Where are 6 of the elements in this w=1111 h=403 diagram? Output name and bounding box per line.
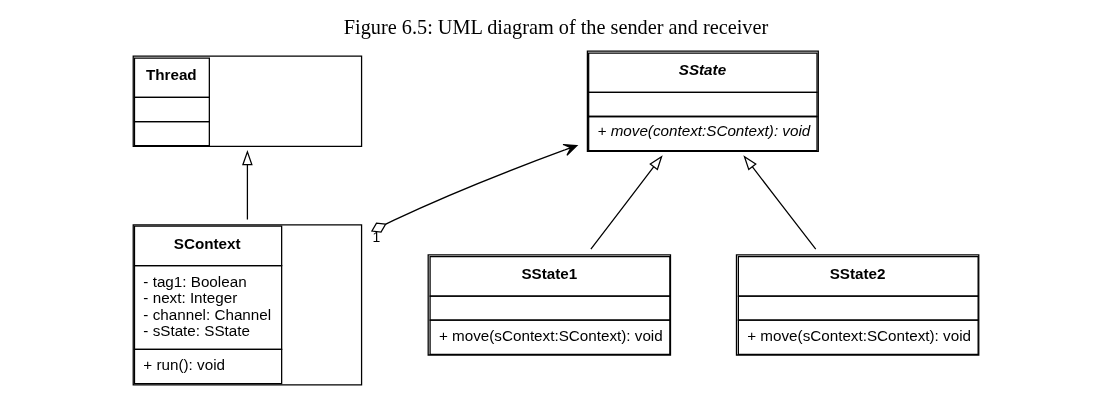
caption: Figure 6.5: UML diagram of the sender and receiver (343, 16, 768, 39)
arrow (589, 155, 663, 250)
arrow (241, 149, 253, 221)
edge-label: 1 (372, 229, 380, 246)
arrow (370, 143, 578, 233)
arrow (742, 155, 816, 250)
